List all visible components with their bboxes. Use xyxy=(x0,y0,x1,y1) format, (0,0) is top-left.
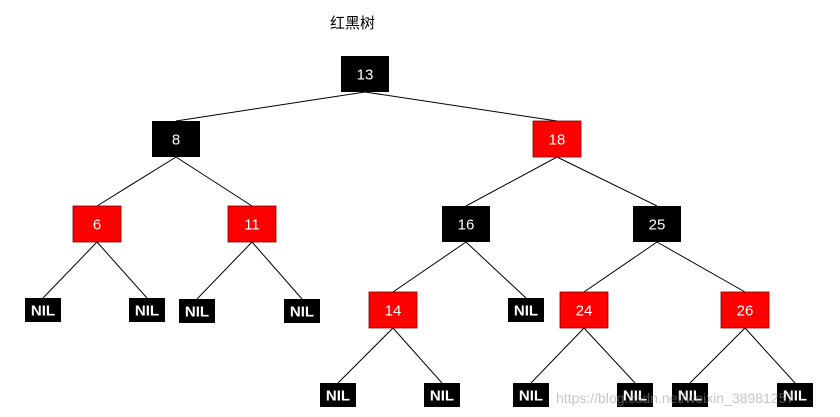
node-box xyxy=(720,291,770,329)
node-label: 25 xyxy=(649,217,666,234)
edge-n11-nil4 xyxy=(251,241,303,300)
edge-n18-n25 xyxy=(556,156,658,207)
node-n14: 14 xyxy=(368,291,418,329)
node-label: NIL xyxy=(135,303,159,320)
node-nil2: NIL xyxy=(129,298,165,322)
node-box xyxy=(777,383,813,407)
node-box xyxy=(508,298,544,322)
node-n18: 18 xyxy=(532,120,582,158)
edge-n11-nil3 xyxy=(196,241,253,300)
node-n8: 8 xyxy=(152,121,200,157)
node-label: 26 xyxy=(737,303,754,320)
edge-n25-n26 xyxy=(656,241,746,293)
edge-n24-nil9 xyxy=(583,327,636,384)
node-label: NIL xyxy=(623,388,647,405)
node-label: NIL xyxy=(31,303,55,320)
watermark-text: https://blog.csdn.net/weixin_38981257 xyxy=(556,390,795,406)
node-label: NIL xyxy=(185,304,209,321)
node-label: NIL xyxy=(514,303,538,320)
node-nil4: NIL xyxy=(284,299,320,323)
node-n26: 26 xyxy=(720,291,770,329)
node-label: 13 xyxy=(357,67,374,84)
node-n11: 11 xyxy=(227,205,277,243)
edge-n8-n6 xyxy=(96,156,177,207)
diagram-title: 红黑树 xyxy=(330,14,376,32)
node-box xyxy=(179,299,215,323)
node-box xyxy=(129,298,165,322)
node-box xyxy=(617,383,653,407)
node-label: NIL xyxy=(519,388,543,405)
node-nil10: NIL xyxy=(672,383,708,407)
edge-n14-nil7 xyxy=(392,327,443,384)
node-label: 18 xyxy=(549,132,566,149)
node-box xyxy=(227,205,277,243)
node-n16: 16 xyxy=(442,206,490,242)
node-label: 8 xyxy=(172,132,180,149)
node-box xyxy=(442,206,490,242)
node-box xyxy=(633,206,681,242)
node-label: NIL xyxy=(290,304,314,321)
node-n6: 6 xyxy=(72,205,122,243)
node-label: NIL xyxy=(430,388,454,405)
node-box xyxy=(341,56,389,92)
edge-n6-nil1 xyxy=(42,241,98,299)
edge-n16-n14 xyxy=(392,241,467,293)
node-label: 6 xyxy=(93,217,101,234)
node-label: NIL xyxy=(678,388,702,405)
edge-n8-n11 xyxy=(175,156,253,207)
edge-n6-nil2 xyxy=(96,241,148,299)
edge-n25-n24 xyxy=(583,241,658,293)
node-label: 11 xyxy=(244,217,260,234)
node-nil3: NIL xyxy=(179,299,215,323)
node-nil5: NIL xyxy=(508,298,544,322)
tree-edges xyxy=(42,91,796,384)
node-label: 24 xyxy=(576,303,593,320)
node-box xyxy=(424,383,460,407)
node-box xyxy=(25,298,61,322)
node-label: 16 xyxy=(458,217,475,234)
node-n24: 24 xyxy=(559,291,609,329)
node-label: NIL xyxy=(326,388,350,405)
node-label: NIL xyxy=(783,388,807,405)
node-box xyxy=(672,383,708,407)
node-nil6: NIL xyxy=(320,383,356,407)
node-box xyxy=(559,291,609,329)
node-nil7: NIL xyxy=(424,383,460,407)
edge-n26-nil10 xyxy=(689,327,746,384)
node-box xyxy=(513,383,549,407)
node-nil1: NIL xyxy=(25,298,61,322)
node-nil11: NIL xyxy=(777,383,813,407)
node-box xyxy=(72,205,122,243)
node-box xyxy=(152,121,200,157)
node-n25: 25 xyxy=(633,206,681,242)
edge-n13-n8 xyxy=(175,91,366,122)
edge-n26-nil11 xyxy=(744,327,796,384)
node-n13: 13 xyxy=(341,56,389,92)
node-box xyxy=(368,291,418,329)
node-label: 14 xyxy=(385,303,402,320)
edge-n16-nil5 xyxy=(465,241,527,299)
node-nil9: NIL xyxy=(617,383,653,407)
edge-n18-n16 xyxy=(465,156,558,207)
node-box xyxy=(320,383,356,407)
node-box xyxy=(532,120,582,158)
node-nil8: NIL xyxy=(513,383,549,407)
edge-n24-nil8 xyxy=(530,327,585,384)
node-box xyxy=(284,299,320,323)
edge-n14-nil6 xyxy=(337,327,394,384)
edge-n13-n18 xyxy=(364,91,558,122)
